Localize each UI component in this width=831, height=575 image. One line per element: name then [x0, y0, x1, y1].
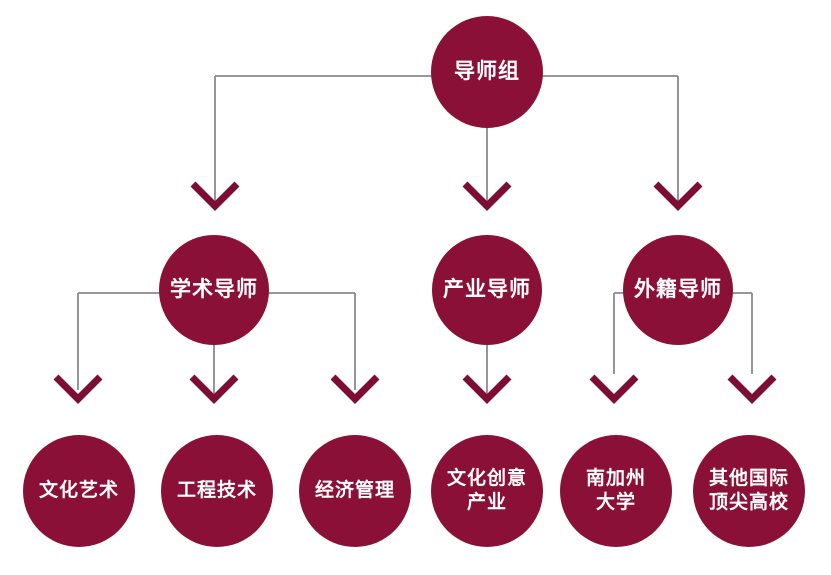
node-economics-label: 经济管理 — [314, 480, 395, 502]
node-academic-mentor: 学术导师 — [159, 235, 269, 345]
node-economics: 经济管理 — [299, 435, 411, 547]
node-culture-art-label: 文化艺术 — [38, 480, 119, 502]
arrow-down-foreign-icon — [653, 181, 703, 211]
academic-branch-connectors — [53, 292, 380, 404]
node-foreign-mentor: 外籍导师 — [623, 235, 733, 345]
node-cultural-creative: 文化创意 产业 — [431, 435, 543, 547]
arrow-down-economics-icon — [330, 374, 380, 404]
arrow-down-other-icon — [727, 374, 777, 404]
node-engineering-label: 工程技术 — [176, 480, 257, 502]
arrow-down-industry-icon — [462, 181, 512, 211]
node-other-international: 其他国际 顶尖高校 — [693, 435, 805, 547]
node-mentor-group-label: 导师组 — [454, 59, 520, 83]
arrow-down-engineering-icon — [189, 374, 239, 404]
node-foreign-mentor-label: 外籍导师 — [634, 277, 722, 301]
node-engineering: 工程技术 — [161, 435, 273, 547]
node-usc: 南加州 大学 — [560, 435, 672, 547]
node-usc-label: 南加州 大学 — [585, 468, 646, 513]
node-cultural-creative-label: 文化创意 产业 — [446, 468, 527, 513]
arrow-down-usc-icon — [589, 374, 639, 404]
node-industry-mentor-label: 产业导师 — [443, 277, 531, 301]
node-industry-mentor: 产业导师 — [432, 235, 542, 345]
node-other-international-label: 其他国际 顶尖高校 — [708, 468, 789, 513]
node-culture-art: 文化艺术 — [23, 435, 135, 547]
node-academic-mentor-label: 学术导师 — [170, 277, 258, 301]
arrow-down-cultural-creative-icon — [462, 374, 512, 404]
arrow-down-academic-icon — [190, 181, 240, 211]
node-mentor-group: 导师组 — [431, 16, 543, 128]
arrow-down-culture-art-icon — [53, 374, 103, 404]
